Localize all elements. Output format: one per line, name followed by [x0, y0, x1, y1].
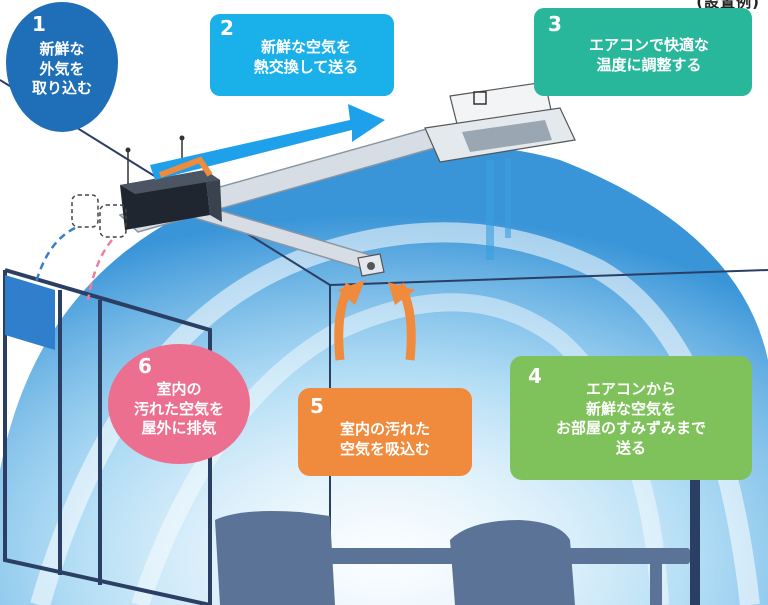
step-6-text: 室内の 汚れた空気を 屋外に排気	[133, 380, 224, 437]
return-air-arrows	[334, 280, 416, 361]
step-2-text: 新鮮な空気を 熱交換して送る	[253, 38, 359, 76]
step-4-text: エアコンから 新鮮な空気を お部屋のすみずみまで 送る	[555, 380, 706, 457]
unit-return-arrow	[158, 156, 213, 178]
right-window-post	[690, 360, 700, 605]
step-3-number: 3	[548, 12, 562, 36]
step-5-text: 室内の汚れた 空気を吸込む	[339, 420, 430, 458]
step-5-badge: 5 室内の汚れた 空気を吸込む	[298, 388, 472, 476]
step-2-number: 2	[220, 16, 234, 40]
ac-downflow	[486, 158, 511, 260]
intake-dashed-line	[28, 226, 76, 311]
exhaust-dashed-line	[86, 239, 113, 301]
step-4-number: 4	[528, 364, 542, 388]
step-1-badge: 1 新鮮な 外気を 取り込む	[6, 2, 118, 132]
intake-grille	[357, 253, 385, 277]
step-3-text: エアコンで快適な 温度に調整する	[588, 36, 709, 74]
step-2-badge: 2 新鮮な空気を 熱交換して送る	[210, 14, 394, 96]
step-1-number: 1	[32, 12, 46, 36]
installation-example-label: (設置例)	[696, 0, 760, 11]
step-3-badge: 3 エアコンで快適な 温度に調整する	[534, 8, 752, 96]
step-5-number: 5	[310, 394, 324, 418]
furniture	[215, 511, 690, 605]
heat-exchanger-unit	[120, 135, 222, 230]
step-4-badge: 4 エアコンから 新鮮な空気を お部屋のすみずみまで 送る	[510, 356, 752, 480]
window-frame	[3, 268, 212, 605]
step-6-badge: 6 室内の 汚れた空気を 屋外に排気	[108, 344, 250, 464]
ceiling-ac-unit	[424, 81, 576, 163]
outdoor-ports	[71, 194, 127, 238]
step-1-text: 新鮮な 外気を 取り込む	[31, 40, 92, 97]
supply-air-arrow	[150, 104, 385, 180]
ceiling-edge-right	[329, 269, 768, 286]
window-pane-open	[5, 275, 55, 350]
step-6-number: 6	[138, 354, 152, 378]
